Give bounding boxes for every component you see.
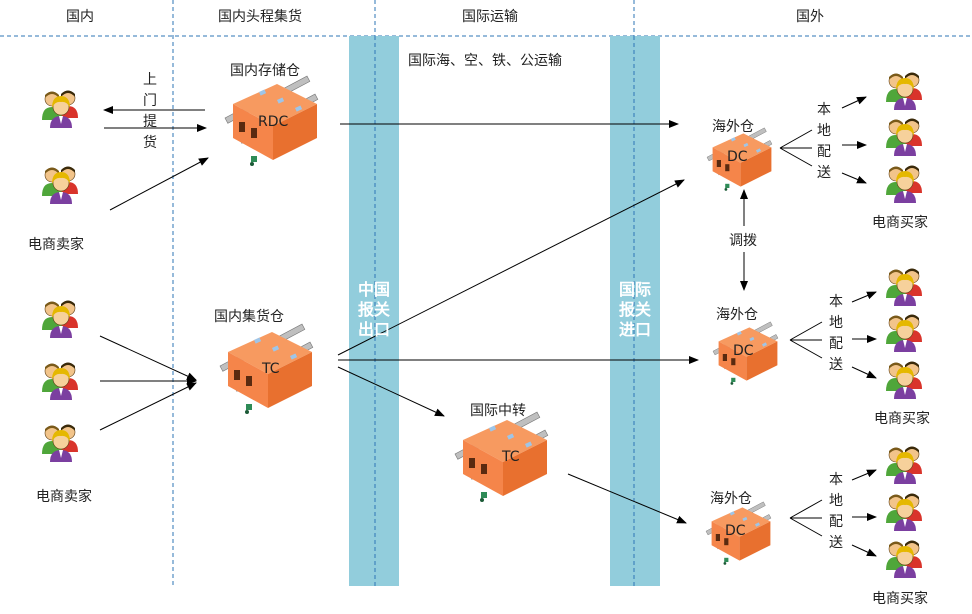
intl-modes-label: 国际海、空、铁、公运输: [408, 53, 562, 69]
buyer-group-icon: [885, 165, 923, 204]
seller-to-rdc-arrow: [109, 157, 209, 211]
intl-tc-to-dc-arrow: [567, 473, 687, 524]
header-first-mile: 国内头程集货: [218, 9, 302, 25]
pickup-label: 上门提货: [143, 72, 157, 151]
delivery-fan-2: [789, 291, 877, 379]
header-overseas: 国外: [796, 9, 824, 25]
tc-code: TC: [261, 361, 280, 377]
buyer-group-icon: [885, 540, 923, 579]
buyer-label: 电商买家: [874, 411, 930, 427]
buyer-group-icon: [885, 314, 923, 353]
overseas-wh-label: 海外仓: [710, 491, 752, 507]
buyer-group-icon: [885, 72, 923, 111]
tc-to-dc-arrow: [337, 179, 685, 356]
overseas-wh-label: 海外仓: [712, 119, 754, 135]
local-delivery-label: 本地配送: [829, 294, 843, 373]
buyer-group-icon: [885, 268, 923, 307]
dc-code: DC: [733, 343, 754, 359]
dc-code: DC: [725, 523, 746, 539]
header-intl-transport: 国际运输: [462, 9, 518, 25]
intl-customs-label: 国际报关进口: [618, 280, 651, 339]
seller-group-icon: [41, 90, 79, 129]
seller-group-icon: [41, 362, 79, 401]
buyer-group-icon: [885, 118, 923, 157]
seller-to-tc-arrow: [99, 335, 197, 381]
dc-code: DC: [727, 149, 748, 165]
header-domestic: 国内: [66, 9, 94, 25]
tc-to-intl-tc-arrow: [337, 366, 445, 417]
local-delivery-label: 本地配送: [829, 472, 843, 551]
delivery-fan-3: [789, 469, 877, 557]
transfer-label: 调拨: [729, 233, 757, 249]
buyer-group-icon: [885, 493, 923, 532]
local-delivery-label: 本地配送: [817, 102, 831, 181]
seller-group-icon: [41, 300, 79, 339]
domestic-consolidation-wh-label: 国内集货仓: [214, 309, 284, 325]
seller-group-icon: [41, 424, 79, 463]
china-customs-label: 中国报关出口: [357, 280, 390, 339]
intl-tc-code: TC: [501, 449, 520, 465]
seller-label: 电商卖家: [28, 237, 84, 253]
buyer-group-icon: [885, 361, 923, 400]
domestic-storage-wh-label: 国内存储仓: [230, 63, 300, 79]
delivery-fan-1: [779, 96, 867, 184]
overseas-wh-label: 海外仓: [716, 307, 758, 323]
china-customs-band: [349, 36, 399, 586]
buyer-group-icon: [885, 446, 923, 485]
intl-customs-band: [610, 36, 660, 586]
intl-transit-label: 国际中转: [470, 403, 526, 419]
seller-label: 电商卖家: [36, 489, 92, 505]
seller-group-icon: [41, 166, 79, 205]
buyer-label: 电商买家: [872, 215, 928, 231]
seller-to-tc-arrow: [99, 382, 197, 431]
rdc-code: RDC: [258, 114, 289, 130]
buyer-label: 电商买家: [872, 591, 928, 607]
